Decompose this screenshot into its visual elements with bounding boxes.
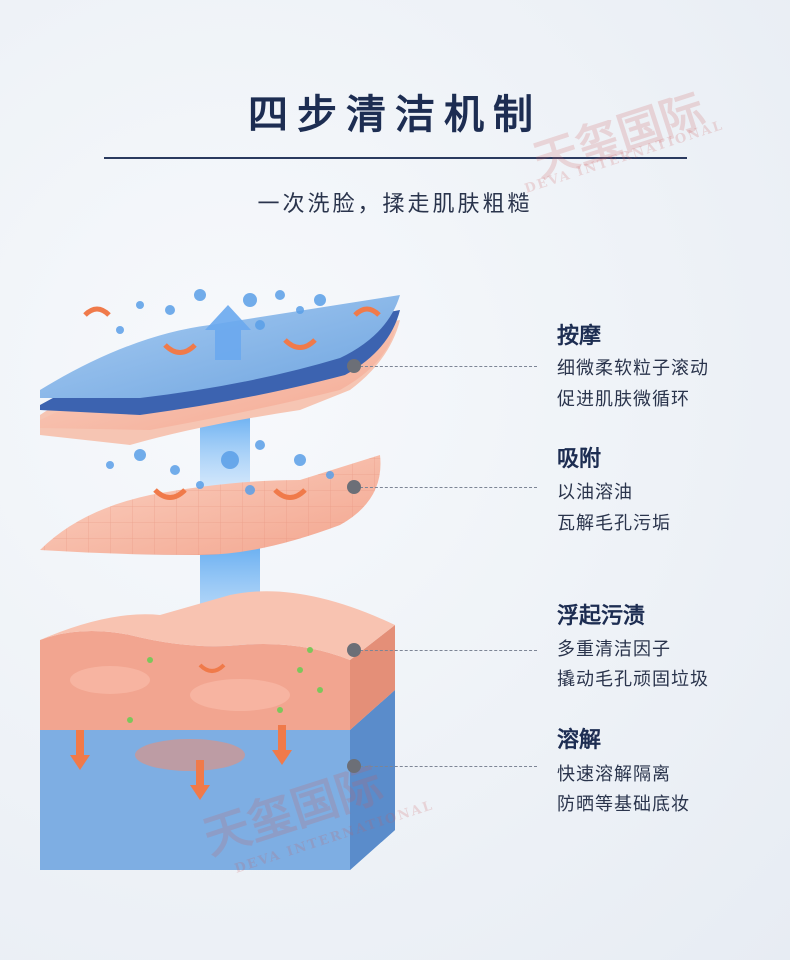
leader-line-adsorb [355, 487, 537, 488]
particles-green [127, 647, 323, 723]
marker-dot-dissolve [347, 759, 361, 773]
layer-adsorb [40, 455, 381, 555]
step-desc-lift-1: 多重清洁因子 [557, 639, 671, 660]
skin-layer-diagram [40, 289, 400, 870]
marker-dot-lift [347, 643, 361, 657]
step-desc-adsorb-1: 以油溶油 [557, 482, 633, 503]
step-desc-dissolve-1: 快速溶解隔离 [557, 764, 671, 785]
step-title-adsorb: 吸附 [557, 447, 602, 472]
step-desc-dissolve-2: 防晒等基础底妆 [557, 794, 690, 815]
layer-massage [40, 295, 400, 445]
leader-line-massage [355, 366, 537, 367]
down-arrow-3 [272, 725, 292, 765]
swirl-arrow-4 [353, 306, 381, 317]
down-arrow-2 [190, 760, 210, 800]
swirl-arrow-5 [153, 488, 187, 500]
step-title-massage: 按摩 [557, 324, 602, 349]
layer-cube [40, 591, 395, 870]
swirl-arrow-7 [198, 663, 226, 673]
page-subtitle: 一次洗脸，揉走肌肤粗糙 [257, 192, 533, 217]
swirl-arrow-1 [83, 306, 111, 317]
step-desc-massage-1: 细微柔软粒子滚动 [557, 358, 709, 379]
title-divider [104, 157, 687, 159]
page-title: 四步清洁机制 [248, 92, 542, 138]
step-desc-lift-2: 撬动毛孔顽固垃圾 [557, 669, 709, 690]
swirl-arrow-2 [163, 343, 197, 355]
swirl-arrow-6 [273, 488, 307, 500]
marker-dot-adsorb [347, 480, 361, 494]
swirl-arrow-3 [283, 338, 317, 350]
step-title-dissolve: 溶解 [557, 728, 602, 753]
marker-dot-massage [347, 359, 361, 373]
leader-line-dissolve [355, 766, 537, 767]
down-arrow-1 [70, 730, 90, 770]
bubbles [106, 289, 334, 495]
step-desc-massage-2: 促进肌肤微循环 [557, 389, 690, 410]
step-desc-adsorb-2: 瓦解毛孔污垢 [557, 513, 671, 534]
leader-line-lift [355, 650, 537, 651]
step-title-lift: 浮起污渍 [557, 604, 646, 629]
